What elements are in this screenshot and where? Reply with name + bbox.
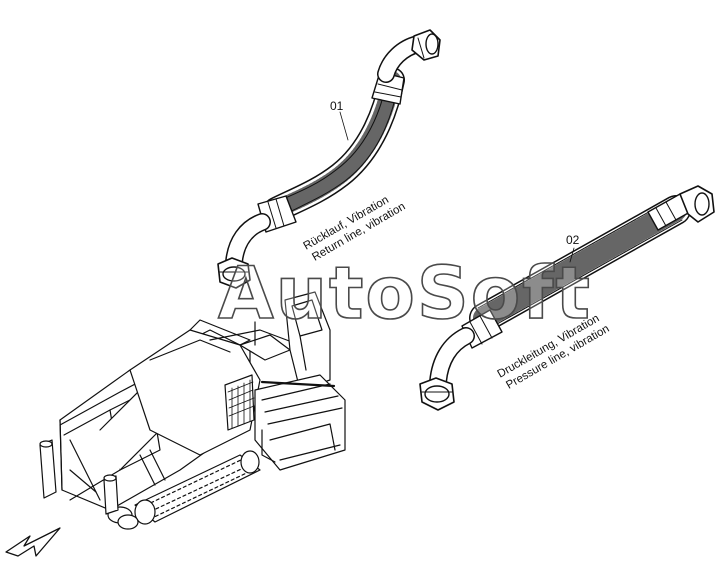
direction-arrow-icon <box>5 527 61 557</box>
machine-outline <box>39 291 346 530</box>
hose-01 <box>217 29 441 289</box>
hose-02 <box>419 185 715 411</box>
part-number-02: 02 <box>566 233 580 247</box>
part-number-01: 01 <box>330 99 344 113</box>
watermark-logo: AutoSoft <box>218 251 592 335</box>
